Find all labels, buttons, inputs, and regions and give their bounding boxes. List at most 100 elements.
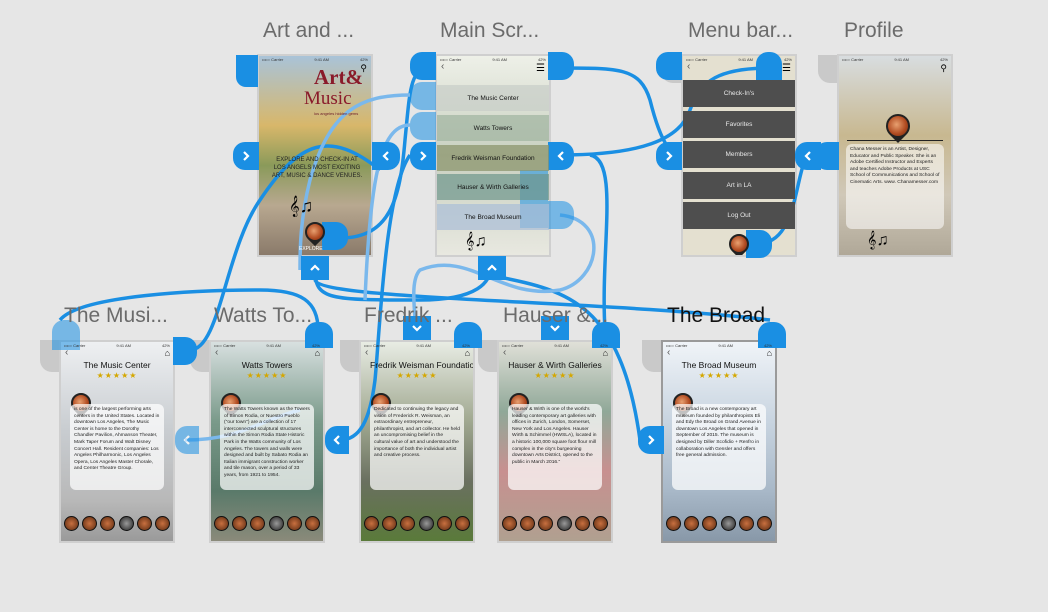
list-item-hauser-wirth[interactable]: Hauser & Wirth Galleries bbox=[437, 174, 549, 200]
avatar[interactable] bbox=[400, 516, 416, 531]
back-icon[interactable]: ‹ bbox=[441, 61, 445, 72]
hotspot[interactable] bbox=[454, 322, 482, 348]
avatar[interactable] bbox=[666, 516, 681, 531]
avatar[interactable] bbox=[502, 516, 517, 531]
hotspot-next[interactable] bbox=[410, 142, 436, 170]
avatar[interactable] bbox=[574, 516, 590, 531]
avatar[interactable] bbox=[702, 516, 718, 531]
hotspot[interactable] bbox=[656, 52, 682, 80]
avatar[interactable] bbox=[684, 516, 700, 531]
avatar[interactable] bbox=[286, 516, 302, 531]
hotspot[interactable] bbox=[410, 112, 436, 140]
menu-icon[interactable]: ☰ bbox=[536, 63, 545, 74]
list-item-weisman[interactable]: Fredrik Weisman Foundation bbox=[437, 145, 549, 171]
hotspot[interactable] bbox=[758, 322, 786, 348]
back-icon[interactable]: ‹ bbox=[215, 347, 219, 358]
screen-title-venue-2[interactable]: Fredrik ... bbox=[364, 304, 453, 327]
avatar[interactable] bbox=[436, 516, 452, 531]
hotspot-menu[interactable] bbox=[548, 52, 574, 80]
avatar[interactable] bbox=[738, 516, 754, 531]
avatar[interactable] bbox=[382, 516, 398, 531]
hotspot-next[interactable] bbox=[233, 142, 259, 170]
avatar[interactable] bbox=[418, 516, 434, 531]
menu-item-favorites[interactable]: Favorites bbox=[683, 111, 795, 138]
screen-title-profile[interactable]: Profile bbox=[844, 19, 904, 42]
hotspot-next[interactable] bbox=[656, 142, 682, 170]
explore-button[interactable]: EXPLORE bbox=[299, 246, 323, 252]
back-icon[interactable]: ‹ bbox=[667, 347, 671, 358]
avatar[interactable] bbox=[304, 516, 320, 531]
menu-item-checkins[interactable]: Check-In's bbox=[683, 80, 795, 107]
hotspot-back[interactable] bbox=[175, 426, 199, 454]
avatar[interactable] bbox=[232, 516, 248, 531]
screen-title-menu[interactable]: Menu bar... bbox=[688, 19, 794, 42]
hotspot-back[interactable] bbox=[548, 142, 574, 170]
avatar[interactable] bbox=[520, 516, 536, 531]
avatar[interactable] bbox=[756, 516, 772, 531]
screen-title-venue-1[interactable]: Watts To... bbox=[214, 304, 313, 327]
venue-title: Hauser & Wirth Galleries bbox=[508, 360, 602, 370]
home-icon[interactable]: ⌂ bbox=[766, 348, 772, 358]
home-icon[interactable]: ⌂ bbox=[602, 348, 608, 358]
back-icon[interactable]: ‹ bbox=[65, 347, 69, 358]
screen-title-main[interactable]: Main Scr... bbox=[440, 19, 540, 42]
screen-title-venue-4[interactable]: The Broad bbox=[667, 304, 766, 327]
hotspot-back[interactable] bbox=[325, 426, 349, 454]
list-item-watts-towers[interactable]: Watts Towers bbox=[437, 115, 549, 141]
avatar[interactable] bbox=[154, 516, 170, 531]
home-icon[interactable]: ⌂ bbox=[164, 348, 170, 358]
screen-title-venue-0[interactable]: The Musi... bbox=[64, 304, 168, 327]
back-icon[interactable]: ‹ bbox=[365, 347, 369, 358]
avatar[interactable] bbox=[64, 516, 79, 531]
menu-item-art-in-la[interactable]: Art in LA bbox=[683, 172, 795, 199]
home-icon[interactable]: ⌂ bbox=[464, 348, 470, 358]
hotspot-back[interactable] bbox=[372, 142, 400, 170]
back-icon[interactable]: ‹ bbox=[687, 61, 691, 72]
list-item-broad[interactable]: The Broad Museum bbox=[437, 204, 549, 230]
music-notes-icon: 𝄞♫ bbox=[465, 233, 487, 250]
avatar[interactable] bbox=[250, 516, 266, 531]
list-item-music-center[interactable]: The Music Center bbox=[437, 85, 549, 111]
search-icon[interactable]: ⚲ bbox=[940, 63, 947, 73]
hotspot[interactable] bbox=[236, 55, 258, 87]
avatar[interactable] bbox=[214, 516, 229, 531]
venue-title: Watts Towers bbox=[241, 360, 293, 370]
hotspot-next[interactable] bbox=[638, 426, 664, 454]
avatar[interactable] bbox=[82, 516, 98, 531]
avatar[interactable] bbox=[454, 516, 470, 531]
menu-item-log-out[interactable]: Log Out bbox=[683, 202, 795, 229]
hotspot-up[interactable] bbox=[301, 256, 329, 280]
menu-icon[interactable]: ☰ bbox=[782, 63, 791, 74]
avatar[interactable] bbox=[118, 516, 134, 531]
avatar[interactable] bbox=[136, 516, 152, 531]
hotspot[interactable] bbox=[410, 52, 436, 80]
avatar[interactable] bbox=[364, 516, 379, 531]
avatar[interactable] bbox=[268, 516, 284, 531]
hotspot[interactable] bbox=[548, 201, 574, 229]
menu-item-members[interactable]: Members bbox=[683, 141, 795, 168]
avatar[interactable] bbox=[100, 516, 116, 531]
avatar[interactable] bbox=[592, 516, 608, 531]
hotspot-avatar[interactable] bbox=[746, 230, 772, 258]
home-icon[interactable]: ⌂ bbox=[314, 348, 320, 358]
avatar[interactable] bbox=[538, 516, 554, 531]
screen-title-art[interactable]: Art and ... bbox=[263, 19, 355, 42]
avatar[interactable] bbox=[720, 516, 736, 531]
hotspot-up[interactable] bbox=[478, 256, 506, 280]
back-icon[interactable]: ‹ bbox=[503, 347, 507, 358]
hotspot-explore[interactable] bbox=[322, 222, 348, 250]
hotspot[interactable] bbox=[173, 337, 197, 365]
avatar[interactable] bbox=[556, 516, 572, 531]
hotspot[interactable] bbox=[410, 82, 436, 110]
hotspot[interactable] bbox=[815, 142, 839, 170]
screen-title-venue-3[interactable]: Hauser &... bbox=[503, 304, 609, 327]
